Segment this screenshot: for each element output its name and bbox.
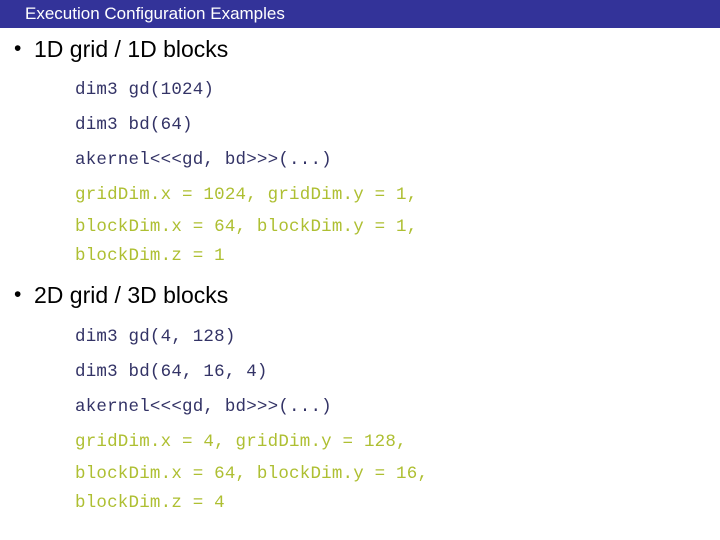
code-line: akernel<<<gd, bd>>>(...) (75, 150, 332, 170)
section-2-code-block: dim3 gd(4, 128) dim3 bd(64, 16, 4) akern… (75, 320, 428, 518)
bullet-icon: • (14, 37, 22, 60)
code-line: dim3 bd(64) (75, 115, 193, 135)
section-1-heading: 1D grid / 1D blocks (34, 36, 229, 62)
page-title: Execution Configuration Examples (25, 4, 285, 23)
code-line: gridDim.x = 4, gridDim.y = 128, (75, 432, 407, 452)
code-line: blockDim.x = 64, blockDim.y = 1, (75, 217, 418, 237)
slide-title-bar: Execution Configuration Examples (0, 0, 720, 28)
code-line: dim3 bd(64, 16, 4) (75, 362, 268, 382)
code-line: blockDim.z = 4 (75, 493, 225, 513)
section-2-heading: 2D grid / 3D blocks (34, 282, 229, 308)
bullet-icon: • (14, 283, 22, 306)
code-line: blockDim.z = 1 (75, 246, 225, 266)
section-1-code-block: dim3 gd(1024) dim3 bd(64) akernel<<<gd, … (75, 73, 417, 271)
code-line: dim3 gd(1024) (75, 80, 215, 100)
section-1-heading-row: • 1D grid / 1D blocks (0, 34, 228, 64)
code-line: akernel<<<gd, bd>>>(...) (75, 397, 332, 417)
slide-body: • 1D grid / 1D blocks dim3 gd(1024) dim3… (0, 28, 720, 540)
code-line: dim3 gd(4, 128) (75, 327, 236, 347)
section-2-heading-row: • 2D grid / 3D blocks (0, 280, 228, 310)
code-line: gridDim.x = 1024, gridDim.y = 1, (75, 185, 418, 205)
code-line: blockDim.x = 64, blockDim.y = 16, (75, 464, 429, 484)
